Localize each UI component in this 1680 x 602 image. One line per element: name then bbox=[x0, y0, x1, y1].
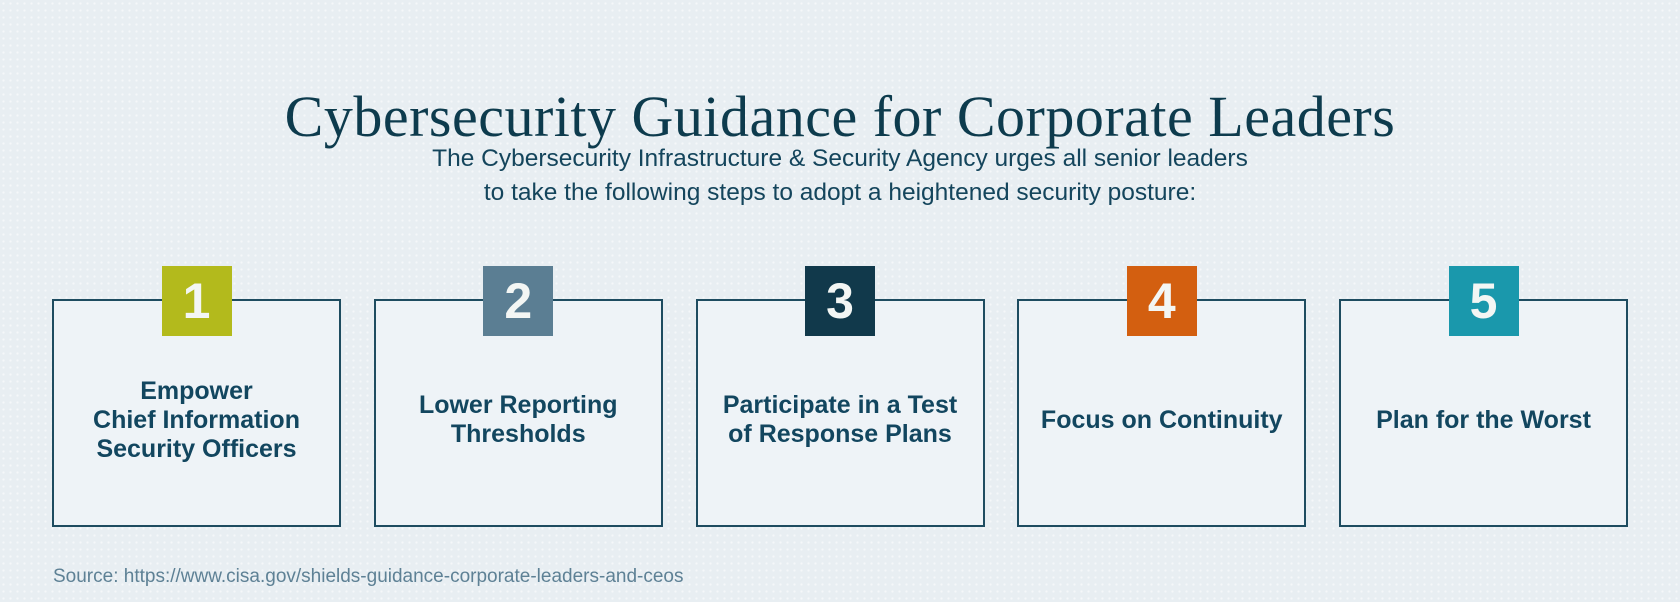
steps-row: 1 Empower Chief Information Security Off… bbox=[0, 266, 1680, 527]
step-label-line: Security Officers bbox=[96, 434, 297, 463]
step-card-2: 2 Lower Reporting Thresholds bbox=[373, 266, 663, 527]
step-number-badge-4: 4 bbox=[1126, 266, 1197, 336]
step-label-line: Empower bbox=[140, 376, 253, 405]
source-citation: Source: https://www.cisa.gov/shields-gui… bbox=[53, 566, 684, 587]
step-label-line: of Response Plans bbox=[728, 420, 952, 448]
subtitle-line-2: to take the following steps to adopt a h… bbox=[483, 179, 1197, 206]
step-label-2: Lower Reporting Thresholds bbox=[419, 391, 618, 449]
step-card-4: 4 Focus on Continuity bbox=[1017, 266, 1307, 527]
step-label-4: Focus on Continuity bbox=[1041, 406, 1283, 435]
step-number-badge-5: 5 bbox=[1448, 266, 1519, 336]
step-card-1: 1 Empower Chief Information Security Off… bbox=[52, 266, 341, 527]
page-subtitle: The Cybersecurity Infrastructure & Secur… bbox=[0, 142, 1680, 210]
step-label-line: Chief Information bbox=[93, 405, 300, 434]
step-number-badge-2: 2 bbox=[483, 266, 554, 336]
step-label-line: Plan for the Worst bbox=[1376, 405, 1591, 434]
step-label-line: Lower Reporting bbox=[418, 391, 618, 419]
step-label-3: Participate in a Test of Response Plans bbox=[723, 391, 957, 449]
step-card-3: 3 Participate in a Test of Response Plan… bbox=[695, 266, 985, 527]
step-label-line: Participate in a Test bbox=[722, 391, 958, 419]
step-label-1: Empower Chief Information Security Offic… bbox=[93, 377, 300, 464]
step-number-badge-1: 1 bbox=[161, 266, 232, 336]
subtitle-line-1: The Cybersecurity Infrastructure & Secur… bbox=[432, 145, 1248, 172]
step-label-line: Thresholds bbox=[450, 420, 586, 448]
step-card-5: 5 Plan for the Worst bbox=[1339, 266, 1628, 527]
step-label-line: Focus on Continuity bbox=[1040, 405, 1283, 434]
step-label-5: Plan for the Worst bbox=[1376, 406, 1591, 435]
step-number-badge-3: 3 bbox=[805, 266, 875, 336]
page-title: Cybersecurity Guidance for Corporate Lea… bbox=[284, 83, 1396, 149]
